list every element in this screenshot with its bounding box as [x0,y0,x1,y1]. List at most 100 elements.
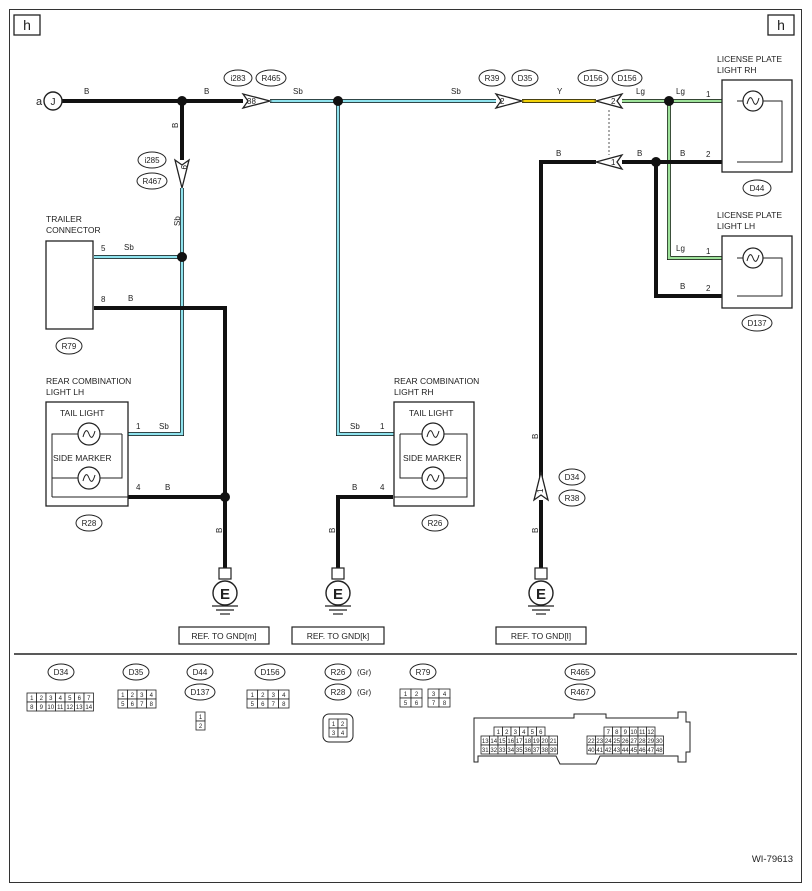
svg-text:B: B [84,87,89,96]
page-mark-right-text: h [777,17,785,33]
rear-combination-light-lh: REAR COMBINATION LIGHT LH TAIL LIGHT SID… [45,376,141,507]
svg-text:1: 1 [136,422,141,431]
svg-text:Sb: Sb [350,422,360,431]
pin-number: 2 [415,692,419,698]
pin-number: 35 [516,748,523,754]
svg-text:D156: D156 [583,74,603,83]
svg-text:LICENSE PLATE: LICENSE PLATE [717,210,782,220]
junction-dot [333,96,343,106]
pin-number: 14 [490,739,497,745]
connector-id-d34 [558,468,586,486]
svg-text:5: 5 [101,244,106,253]
wire-b-lh-pin2 [654,162,722,298]
pin-cell [278,698,290,709]
pin-number: 31 [482,748,489,754]
figure-id: WI-79613 [752,854,793,865]
svg-text:REAR COMBINATION: REAR COMBINATION [46,376,131,386]
svg-text:Sb: Sb [124,243,134,252]
wire-b-to-d34 [539,160,596,478]
legend-r79-oval [409,663,437,681]
connector-id-d137 [741,314,773,332]
svg-text:Sb: Sb [451,87,461,96]
pin-number: 33 [499,748,506,754]
svg-text:(Gr): (Gr) [357,688,372,697]
svg-text:Sb: Sb [293,87,303,96]
pin-cell [83,701,94,712]
pin-number: 6 [131,702,135,708]
pin-number: 4 [341,731,345,737]
pin-cell [548,744,558,755]
pin-number: 3 [140,693,144,699]
connector-id-r39 [478,69,506,87]
pin-number: 46 [639,748,646,754]
legend-d44-oval [186,663,214,681]
ground-l: E REF. TO GND[l] [495,567,587,645]
pin-number: 2 [131,693,135,699]
svg-text:B: B [637,149,642,158]
pin-number: 29 [647,739,654,745]
svg-text:D156: D156 [617,74,637,83]
connector-id-d156 [611,69,643,87]
pin-number: 2 [40,696,44,702]
pin-number: 21 [550,739,557,745]
wire-b-trailer-ground [94,306,227,568]
pin-number: 11 [57,705,64,711]
svg-text:8: 8 [101,295,106,304]
trailer-connector-box [45,240,94,330]
connector-id-d35 [511,69,539,87]
connector-id-r38 [558,489,586,507]
pin-number: 7 [140,702,144,708]
svg-text:R26: R26 [331,668,346,677]
svg-text:R79: R79 [416,668,431,677]
connector-arrow-r39 [494,92,525,110]
pin-number: 48 [656,748,663,754]
pin-number: 8 [615,730,619,736]
svg-text:Sb: Sb [159,422,169,431]
pin-number: 9 [40,705,44,711]
pin-number: 5 [121,702,125,708]
pin-number: 8 [443,701,447,707]
pin-number: 18 [524,739,531,745]
pin-number: 3 [432,692,436,698]
pin-number: 5 [531,730,535,736]
pin-cell [410,697,423,708]
pin-number: 12 [647,730,654,736]
ref-gnd-l-box [495,626,587,645]
svg-text:LIGHT LH: LIGHT LH [46,387,84,397]
pin-number: 2 [261,693,265,699]
svg-text:SIDE MARKER: SIDE MARKER [403,453,462,463]
wire-b-rh-ground [336,495,393,568]
svg-text:B: B [328,528,337,533]
svg-text:R28: R28 [331,688,346,697]
svg-text:R39: R39 [485,74,500,83]
svg-text:B: B [165,483,170,492]
pin-number: 2 [505,730,509,736]
pin-number: 7 [272,702,276,708]
pin-number: 32 [490,748,497,754]
legend-r467-oval [564,683,596,701]
junction-a: a J [36,91,63,111]
svg-text:B: B [531,528,540,533]
svg-text:B: B [215,528,224,533]
pin-number: 3 [49,696,53,702]
pin-number: 1 [497,730,501,736]
pin-number: 28 [639,739,646,745]
pin-number: 38 [541,748,548,754]
svg-text:D35: D35 [518,74,533,83]
svg-text:REF. TO GND[l]: REF. TO GND[l] [511,631,571,641]
svg-text:a: a [36,96,43,108]
pin-number: 47 [647,748,654,754]
connector-id-r79 [55,337,83,355]
svg-text:LIGHT LH: LIGHT LH [717,221,755,231]
pin-number: 9 [624,730,628,736]
pin-number: 3 [272,693,276,699]
svg-text:TAIL LIGHT: TAIL LIGHT [409,408,453,418]
svg-text:D137: D137 [747,319,767,328]
svg-text:i285: i285 [144,156,160,165]
svg-text:E: E [220,586,230,603]
pin-number: 37 [533,748,540,754]
pin-number: 24 [605,739,612,745]
pin-number: 20 [541,739,548,745]
svg-text:Y: Y [557,87,563,96]
